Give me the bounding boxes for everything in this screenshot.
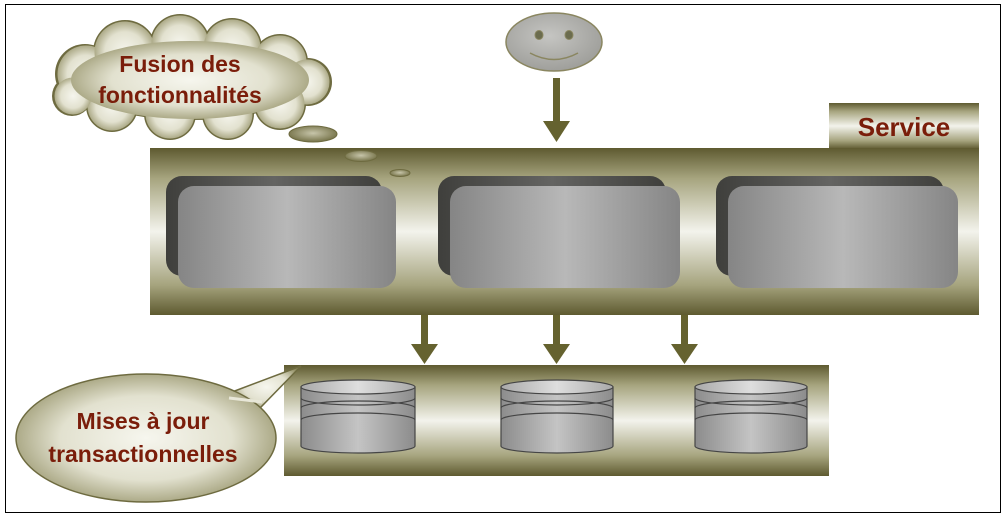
- mises-label-line2: transactionnelles: [48, 441, 237, 467]
- arrow-user-to-service: [543, 78, 570, 142]
- service-component-2: [438, 176, 680, 288]
- service-label-box: Service: [829, 103, 979, 149]
- database-2: [500, 379, 614, 454]
- service-component-1: [166, 176, 396, 288]
- fusion-thought-cloud: Fusion des fonctionnalités: [52, 14, 411, 177]
- user-smiley-icon: [505, 12, 603, 72]
- arrow-service-to-db-3: [671, 315, 698, 364]
- fusion-label-line2: fonctionnalités: [98, 82, 262, 108]
- database-1: [300, 379, 416, 454]
- arrow-service-to-db-2: [543, 315, 570, 364]
- service-component-3: [716, 176, 958, 288]
- database-3: [694, 379, 808, 454]
- thought-bubble-large: [288, 125, 338, 143]
- mises-speech-bubble: Mises à jour transactionnelles: [15, 365, 302, 503]
- thought-bubble-medium: [344, 150, 378, 162]
- arrow-service-to-db-1: [411, 315, 438, 364]
- service-label: Service: [858, 112, 951, 142]
- mises-label-line1: Mises à jour: [77, 408, 210, 434]
- fusion-label-line1: Fusion des: [119, 51, 240, 77]
- thought-bubble-small: [389, 169, 411, 177]
